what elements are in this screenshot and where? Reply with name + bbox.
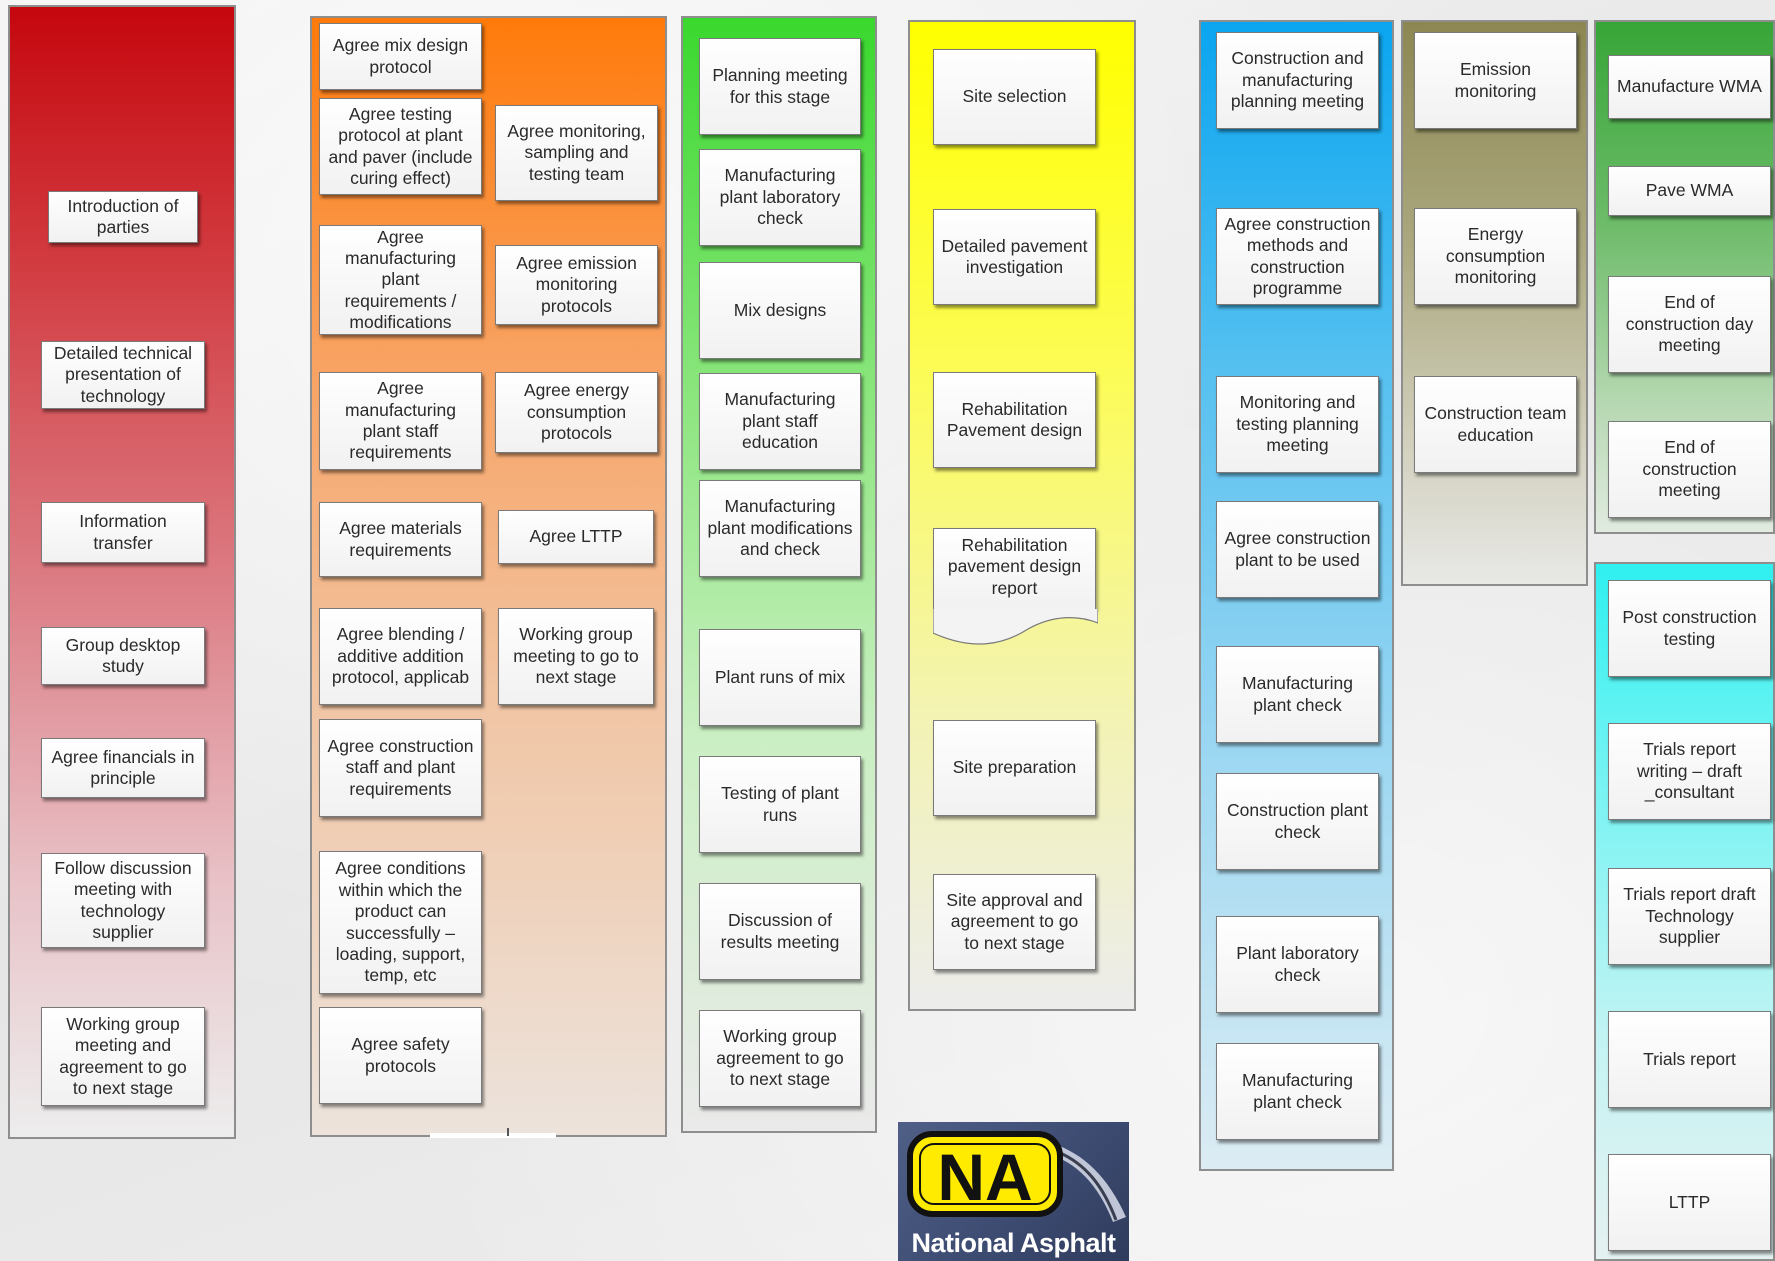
logo-text: National Asphalt	[911, 1228, 1116, 1258]
step-box: Discussion of results meeting	[699, 883, 861, 980]
step-box: Plant runs of mix	[699, 629, 861, 726]
step-box: Site selection	[933, 49, 1096, 145]
logo-emblem: NA	[907, 1131, 1126, 1222]
step-box: Agree blending / additive addition proto…	[319, 608, 482, 705]
document-label: Rehabilitation pavement design report	[947, 535, 1082, 598]
step-box: Manufacturing plant laboratory check	[699, 149, 861, 246]
step-box: Trials report	[1608, 1011, 1771, 1108]
step-box: Detailed pavement investigation	[933, 209, 1096, 305]
step-box: Working group meeting to go to next stag…	[498, 608, 654, 705]
step-box: Construction team education	[1414, 376, 1577, 473]
step-box: Working group meeting and agreement to g…	[41, 1007, 205, 1106]
stage-column-yellow: Site selection Detailed pavement investi…	[908, 20, 1136, 1011]
divider	[430, 1133, 556, 1138]
stage-column-green: Planning meeting for this stage Manufact…	[681, 16, 877, 1133]
document-wave-edge	[933, 609, 1098, 645]
step-box: Working group agreement to go to next st…	[699, 1010, 861, 1107]
step-box: Manufacturing plant modifications and ch…	[699, 480, 861, 577]
stage-column-orange: Agree mix design protocol Agree testing …	[310, 16, 667, 1137]
step-box: Agree construction staff and plant requi…	[319, 719, 482, 817]
step-box: Manufacturing plant staff education	[699, 373, 861, 470]
step-box: Detailed technical presentation of techn…	[41, 341, 205, 409]
logo-mark: NA	[937, 1140, 1032, 1214]
step-box: Site preparation	[933, 720, 1096, 816]
step-box: Agree safety protocols	[319, 1007, 482, 1104]
step-box: Introduction of parties	[48, 191, 198, 243]
step-box: Agree energy consumption protocols	[495, 372, 658, 453]
step-box: Testing of plant runs	[699, 756, 861, 853]
step-box: Agree construction methods and construct…	[1216, 208, 1379, 305]
step-box: End of construction meeting	[1608, 421, 1771, 518]
stage-column-red: Introduction of parties Detailed technic…	[8, 5, 236, 1139]
step-box: Group desktop study	[41, 627, 205, 685]
step-box: Agree construction plant to be used	[1216, 501, 1379, 598]
stage-column-cyan: Post construction testing Trials report …	[1594, 562, 1775, 1261]
step-box: Agree testing protocol at plant and pave…	[319, 98, 482, 195]
step-box: Manufacturing plant check	[1216, 1043, 1379, 1140]
step-box: Post construction testing	[1608, 580, 1771, 677]
step-box: Information transfer	[41, 502, 205, 563]
step-box: Agree conditions within which the produc…	[319, 851, 482, 994]
step-box: Manufacture WMA	[1608, 55, 1771, 119]
step-box: Agree manufacturing plant staff requirem…	[319, 372, 482, 470]
step-box: Construction and manufacturing planning …	[1216, 32, 1379, 129]
step-box: Follow discussion meeting with technolog…	[41, 853, 205, 948]
step-box: Rehabilitation Pavement design	[933, 372, 1096, 468]
step-box: Planning meeting for this stage	[699, 38, 861, 135]
step-box: End of construction day meeting	[1608, 276, 1771, 373]
step-box: Trials report writing – draft _consultan…	[1608, 723, 1771, 820]
step-box: Plant laboratory check	[1216, 916, 1379, 1013]
step-box: Trials report draft Technology supplier	[1608, 868, 1771, 965]
step-box: Agree monitoring, sampling and testing t…	[495, 105, 658, 201]
divider	[507, 1128, 509, 1136]
step-box: Manufacturing plant check	[1216, 646, 1379, 743]
step-box: Mix designs	[699, 262, 861, 359]
step-box: Monitoring and testing planning meeting	[1216, 376, 1379, 473]
stage-column-dark-green: Manufacture WMA Pave WMA End of construc…	[1594, 20, 1775, 534]
step-box: Agree emission monitoring protocols	[495, 245, 658, 325]
step-box: Agree financials in principle	[41, 738, 205, 798]
national-asphalt-logo: NA National Asphalt	[898, 1122, 1129, 1261]
step-box: Agree materials requirements	[319, 502, 482, 577]
stage-column-olive: Emission monitoring Energy consumption m…	[1401, 20, 1588, 586]
step-box: Agree manufacturing plant requirements /…	[319, 225, 482, 335]
document-box: Rehabilitation pavement design report	[933, 528, 1098, 645]
step-box: Construction plant check	[1216, 773, 1379, 870]
step-box: Energy consumption monitoring	[1414, 208, 1577, 305]
stage-column-blue: Construction and manufacturing planning …	[1199, 20, 1394, 1171]
step-box: LTTP	[1608, 1154, 1771, 1251]
step-box: Agree LTTP	[498, 510, 654, 564]
step-box: Agree mix design protocol	[319, 23, 482, 90]
step-box: Emission monitoring	[1414, 32, 1577, 129]
step-box: Pave WMA	[1608, 166, 1771, 216]
step-box: Site approval and agreement to go to nex…	[933, 874, 1096, 970]
